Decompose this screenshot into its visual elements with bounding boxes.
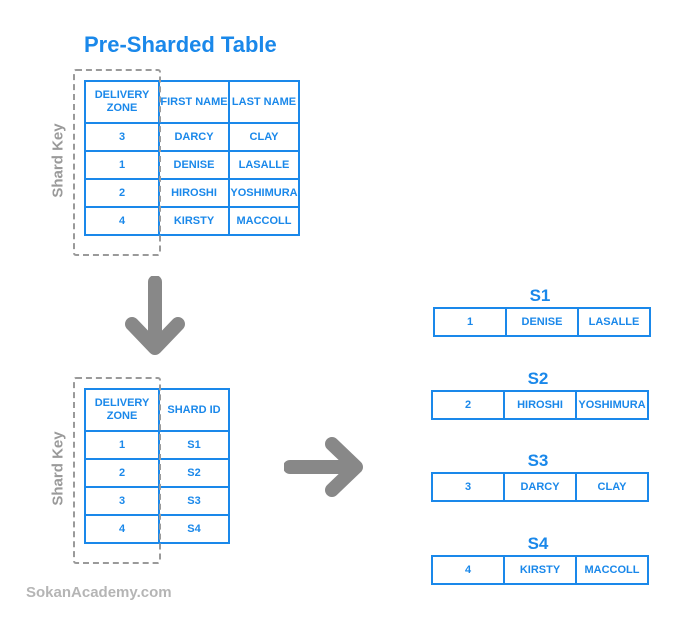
table-row: 1 DENISE LASALLE bbox=[433, 307, 651, 337]
header-cell: DELIVERY ZONE bbox=[84, 80, 160, 124]
pre-sharded-table: DELIVERY ZONE FIRST NAME LAST NAME 3 DAR… bbox=[84, 80, 300, 236]
table-cell: 4 bbox=[84, 514, 160, 544]
table-row: 3 DARCY CLAY bbox=[431, 472, 649, 502]
table-row: 4 KIRSTY MACCOLL bbox=[84, 206, 300, 236]
shard-table-s4: 4 KIRSTY MACCOLL bbox=[431, 555, 649, 585]
table-row: 3 DARCY CLAY bbox=[84, 122, 300, 152]
table-cell: 3 bbox=[84, 486, 160, 516]
table-cell: 1 bbox=[84, 430, 160, 460]
table-row: 1 DENISE LASALLE bbox=[84, 150, 300, 180]
shard-title: S2 bbox=[527, 369, 549, 388]
table-cell: MACCOLL bbox=[575, 555, 649, 585]
table-cell: S1 bbox=[158, 430, 230, 460]
arrow-right-icon bbox=[284, 437, 363, 497]
shard-key-highlight bbox=[73, 69, 161, 256]
table-cell: 3 bbox=[431, 472, 505, 502]
table-cell: 2 bbox=[431, 390, 505, 420]
shard-title: S4 bbox=[527, 534, 549, 553]
shard-table-s1: 1 DENISE LASALLE bbox=[433, 307, 651, 337]
table-row: 2 HIROSHI YOSHIMURA bbox=[84, 178, 300, 208]
table-cell: LASALLE bbox=[577, 307, 651, 337]
table-cell: 4 bbox=[431, 555, 505, 585]
table-cell: HIROSHI bbox=[503, 390, 577, 420]
table-cell: MACCOLL bbox=[228, 206, 300, 236]
table-cell: YOSHIMURA bbox=[228, 178, 300, 208]
shard-key-label: Shard Key bbox=[49, 431, 67, 506]
shard-title: S1 bbox=[529, 286, 551, 305]
header-cell: FIRST NAME bbox=[158, 80, 230, 124]
table-cell: CLAY bbox=[575, 472, 649, 502]
table-cell: DENISE bbox=[158, 150, 230, 180]
arrow-down-icon bbox=[125, 276, 185, 355]
table-cell: 1 bbox=[433, 307, 507, 337]
table-cell: 1 bbox=[84, 150, 160, 180]
table-cell: DARCY bbox=[158, 122, 230, 152]
page-title: Pre-Sharded Table bbox=[84, 32, 277, 57]
table-cell: DENISE bbox=[505, 307, 579, 337]
table-cell: LASALLE bbox=[228, 150, 300, 180]
header-cell: DELIVERY ZONE bbox=[84, 388, 160, 432]
table-row: 4 KIRSTY MACCOLL bbox=[431, 555, 649, 585]
table-row: 2 HIROSHI YOSHIMURA bbox=[431, 390, 649, 420]
table-cell: S4 bbox=[158, 514, 230, 544]
table-cell: 4 bbox=[84, 206, 160, 236]
shard-key-label: Shard Key bbox=[49, 123, 67, 198]
table-cell: 3 bbox=[84, 122, 160, 152]
table-row: 3 S3 bbox=[84, 486, 230, 516]
table-cell: YOSHIMURA bbox=[575, 390, 649, 420]
header-cell: LAST NAME bbox=[228, 80, 300, 124]
table-cell: S3 bbox=[158, 486, 230, 516]
table-cell: HIROSHI bbox=[158, 178, 230, 208]
shard-title: S3 bbox=[527, 451, 549, 470]
table-cell: 2 bbox=[84, 458, 160, 488]
table-cell: KIRSTY bbox=[158, 206, 230, 236]
table-header-row: DELIVERY ZONE SHARD ID bbox=[84, 388, 230, 432]
table-row: 2 S2 bbox=[84, 458, 230, 488]
table-cell: S2 bbox=[158, 458, 230, 488]
watermark: SokanAcademy.com bbox=[26, 584, 172, 601]
table-header-row: DELIVERY ZONE FIRST NAME LAST NAME bbox=[84, 80, 300, 124]
table-cell: DARCY bbox=[503, 472, 577, 502]
shard-table-s3: 3 DARCY CLAY bbox=[431, 472, 649, 502]
table-cell: KIRSTY bbox=[503, 555, 577, 585]
table-cell: 2 bbox=[84, 178, 160, 208]
shard-table-s2: 2 HIROSHI YOSHIMURA bbox=[431, 390, 649, 420]
table-cell: CLAY bbox=[228, 122, 300, 152]
header-cell: SHARD ID bbox=[158, 388, 230, 432]
table-row: 1 S1 bbox=[84, 430, 230, 460]
shard-key-highlight bbox=[73, 377, 161, 564]
